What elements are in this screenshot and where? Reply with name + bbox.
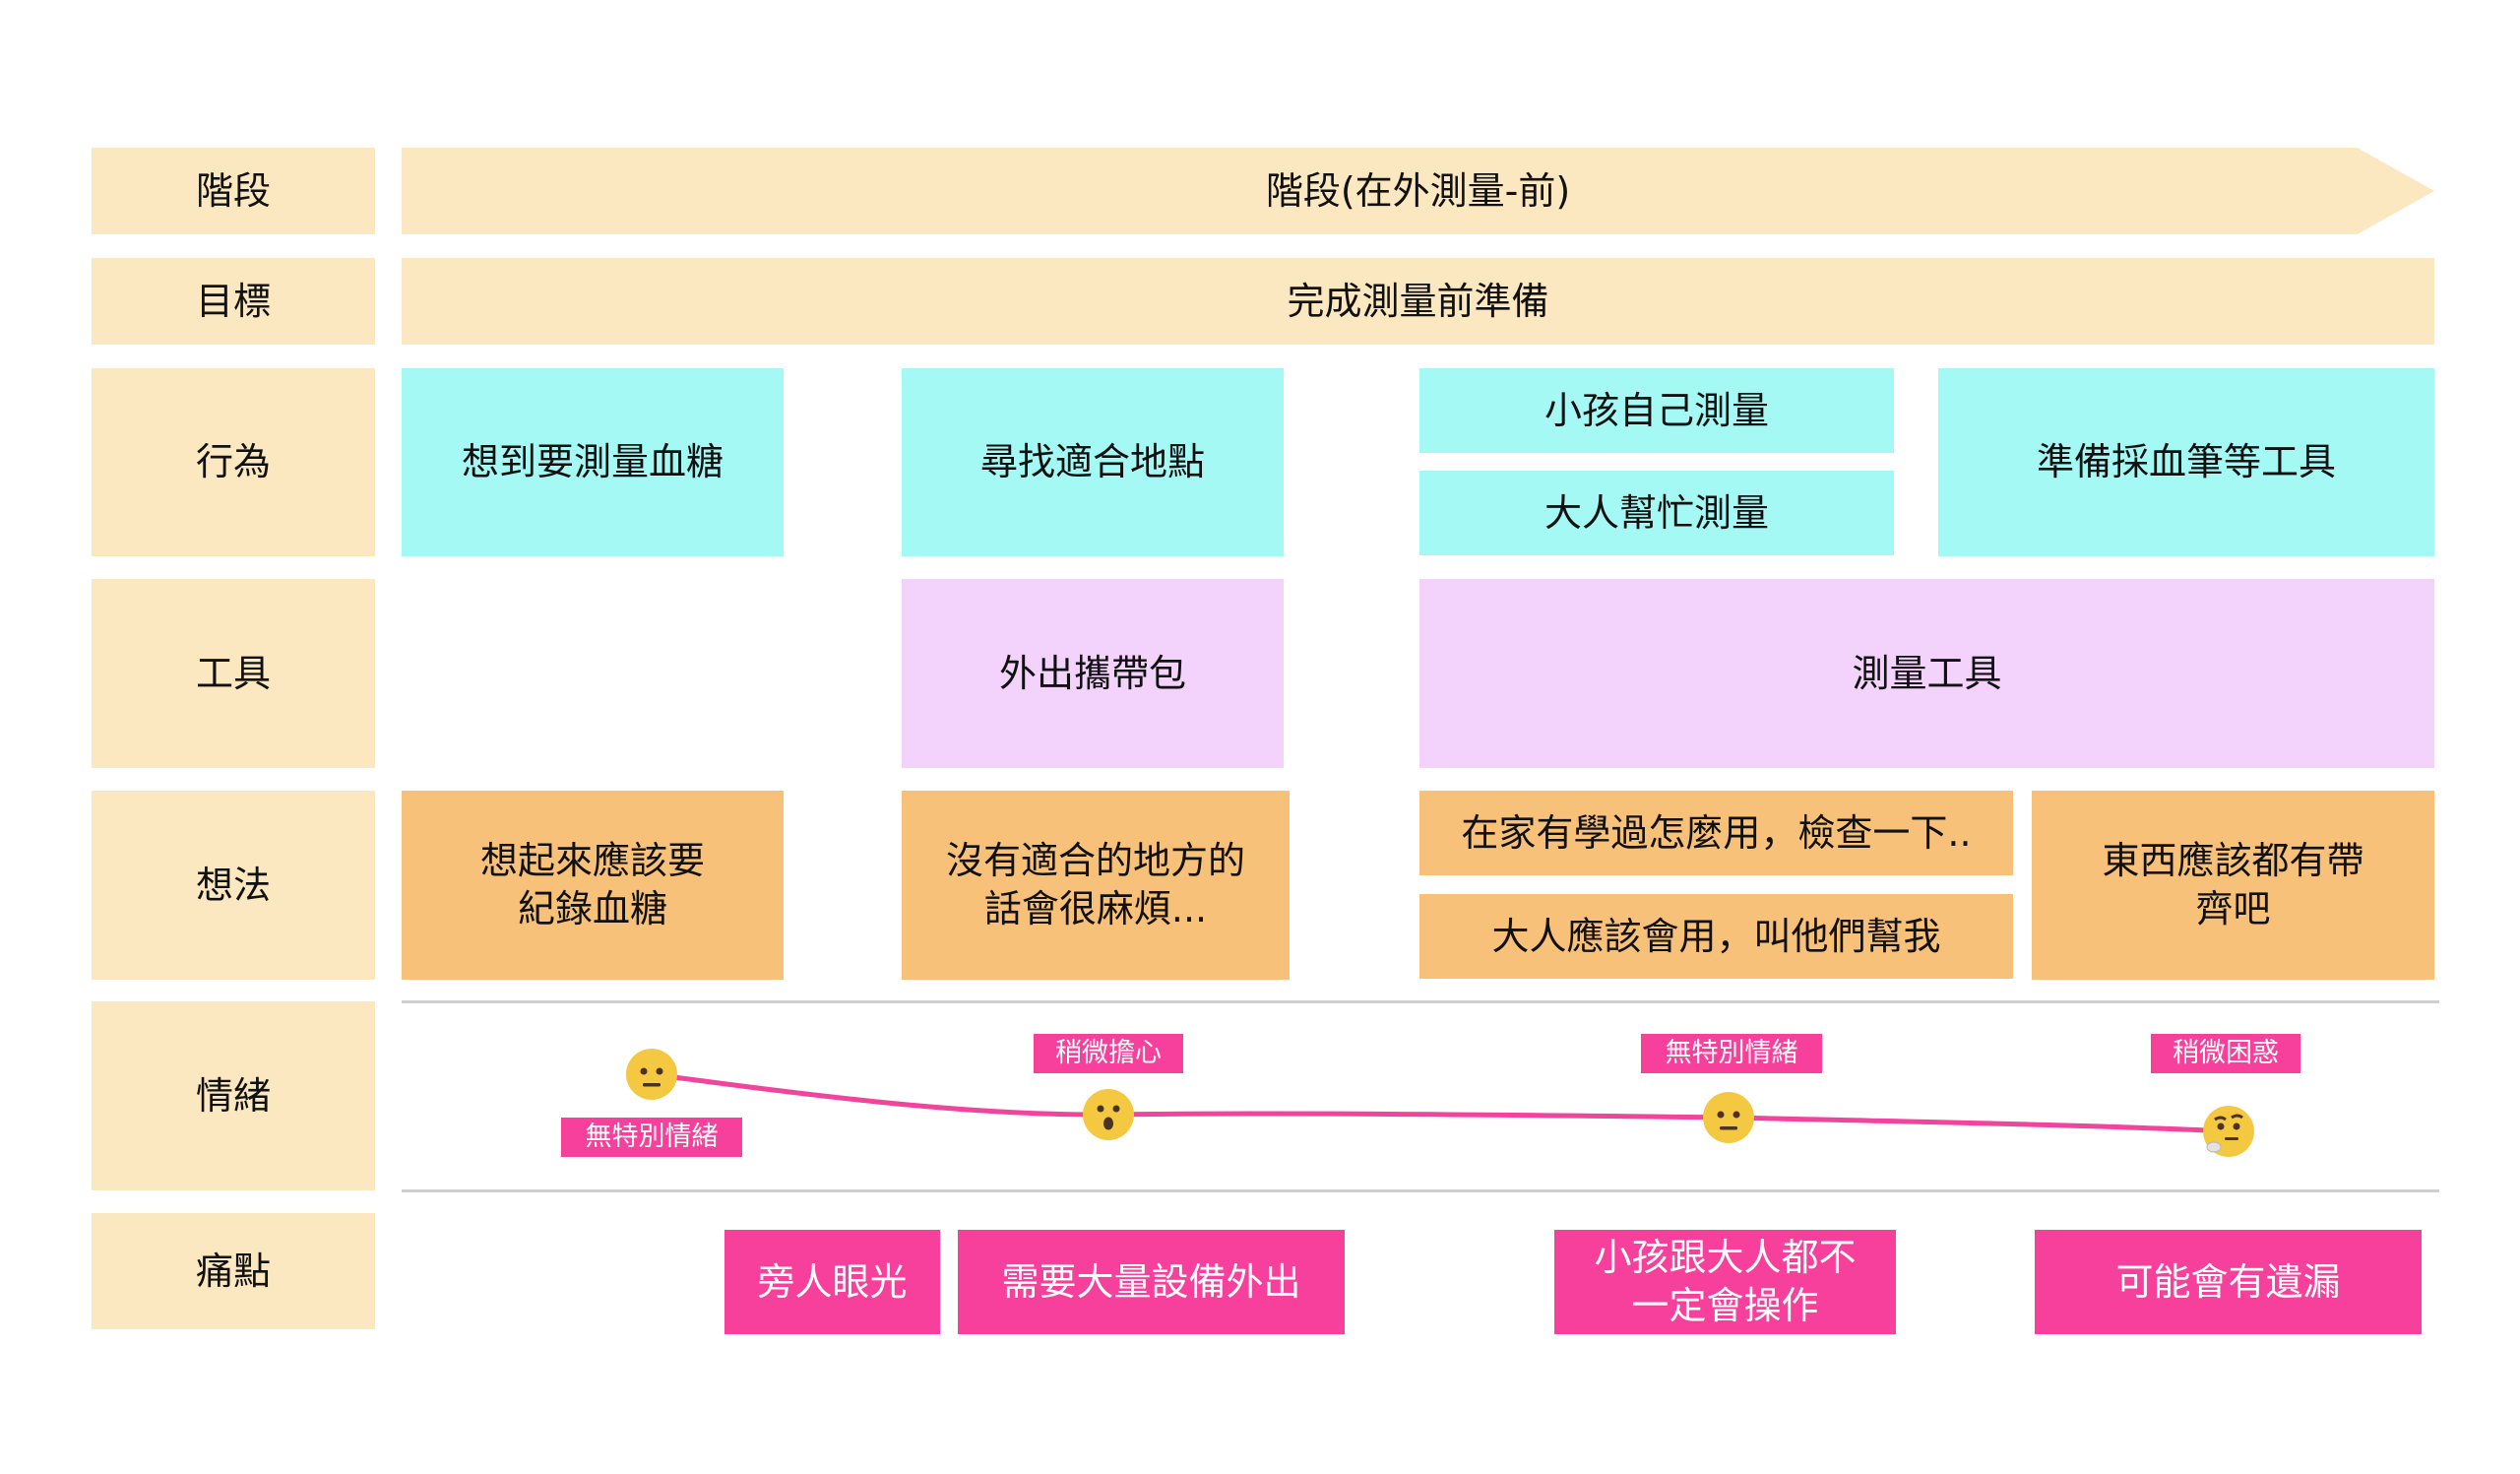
surprised-face-icon xyxy=(1083,1089,1134,1140)
pain-line: 小孩跟大人都不 xyxy=(1594,1236,1857,1280)
row-label-stage: 階段 xyxy=(92,148,375,234)
neutral-face-icon xyxy=(1703,1092,1754,1143)
goal-band: 完成測量前準備 xyxy=(402,258,2434,345)
row-label-tool: 工具 xyxy=(92,579,375,768)
row-label-emotion: 情緒 xyxy=(92,1001,375,1190)
emotion-tag-slightly-confused: 稍微困惑 xyxy=(2151,1034,2300,1073)
thought-line: 想起來應該要 xyxy=(479,839,705,883)
thinking-face-icon xyxy=(2203,1106,2254,1157)
action-card-measure-reminder: 想到要測量血糖 xyxy=(402,368,784,556)
emotion-curve-line xyxy=(649,1071,2232,1134)
thought-card-ask-adult: 大人應該會用，叫他們幫我 xyxy=(1419,894,2013,979)
row-label-pain: 痛點 xyxy=(92,1213,375,1329)
row-label-action: 行為 xyxy=(92,368,375,556)
pain-card-much-equipment: 需要大量設備外出 xyxy=(958,1230,1345,1334)
thought-line: 齊吧 xyxy=(2195,887,2271,930)
action-card-find-place: 尋找適合地點 xyxy=(902,368,1284,556)
pain-line: 一定會操作 xyxy=(1631,1284,1819,1327)
thought-card-learned-home: 在家有學過怎麼用，檢查一下.. xyxy=(1419,791,2013,875)
thought-line: 話會很麻煩... xyxy=(983,887,1208,930)
thought-line: 東西應該都有帶 xyxy=(2102,839,2364,883)
action-card-child-self: 小孩自己測量 xyxy=(1419,368,1894,453)
tool-card-measuring-tools: 測量工具 xyxy=(1419,579,2434,768)
thought-line: 沒有適合的地方的 xyxy=(945,839,1245,883)
thought-line: 紀錄血糖 xyxy=(517,887,667,930)
thought-card-no-place: 沒有適合的地方的 話會很麻煩... xyxy=(902,791,1290,980)
row-label-thought: 想法 xyxy=(92,791,375,980)
pain-card-may-forget: 可能會有遺漏 xyxy=(2035,1230,2422,1334)
emotion-tag-slightly-worried: 稍微擔心 xyxy=(1034,1034,1183,1073)
pain-card-onlookers: 旁人眼光 xyxy=(724,1230,940,1334)
thought-card-record: 想起來應該要 紀錄血糖 xyxy=(402,791,784,980)
emotion-tag-no-emotion: 無特別情緒 xyxy=(561,1118,742,1157)
neutral-face-icon xyxy=(626,1049,677,1100)
row-label-goal: 目標 xyxy=(92,258,375,345)
pain-card-operation-uncertain: 小孩跟大人都不 一定會操作 xyxy=(1554,1230,1896,1334)
stage-text: 階段(在外測量-前) xyxy=(1265,168,1571,213)
tool-card-carry-bag: 外出攜帶包 xyxy=(902,579,1284,768)
goal-text: 完成測量前準備 xyxy=(1287,279,1549,323)
emotion-tag-no-emotion: 無特別情緒 xyxy=(1641,1034,1822,1073)
emotion-bottom-divider xyxy=(402,1189,2439,1192)
stage-arrow-band: 階段(在外測量-前) xyxy=(402,148,2434,234)
emotion-top-divider xyxy=(402,1000,2439,1003)
action-card-adult-help: 大人幫忙測量 xyxy=(1419,471,1894,555)
thought-card-all-packed: 東西應該都有帶 齊吧 xyxy=(2032,791,2434,980)
action-card-prepare-tools: 準備採血筆等工具 xyxy=(1938,368,2434,556)
